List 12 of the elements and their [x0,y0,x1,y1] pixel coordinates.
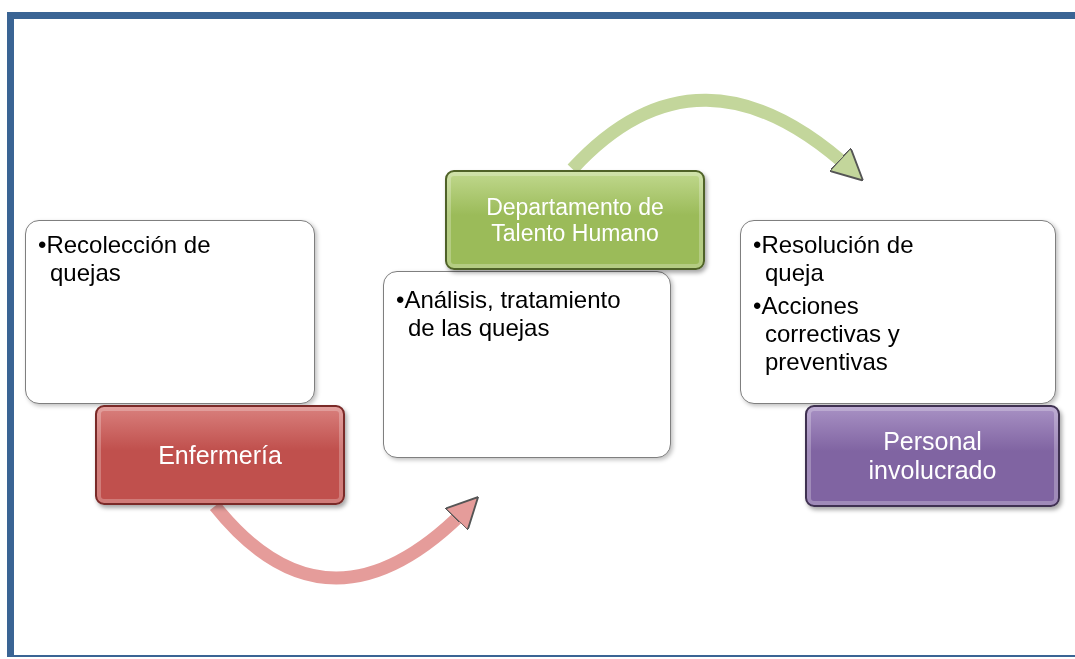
process-card [25,220,315,404]
process-card [740,220,1056,404]
bullet-text: •Análisis, tratamiento de las quejas [396,286,622,343]
curved-arrow [210,496,480,585]
role-label-box: Personal involucrado [805,405,1060,507]
curved-arrow [567,93,865,182]
bullet-text: •Resolución de queja [753,231,915,288]
process-card [383,271,671,458]
bullet-text: •Recolección de quejas [38,231,212,288]
bullet-text: •Acciones correctivas y preventivas [753,291,901,377]
role-label-box: Enfermería [95,405,345,505]
role-label-box: Departamento de Talento Humano [445,170,705,270]
